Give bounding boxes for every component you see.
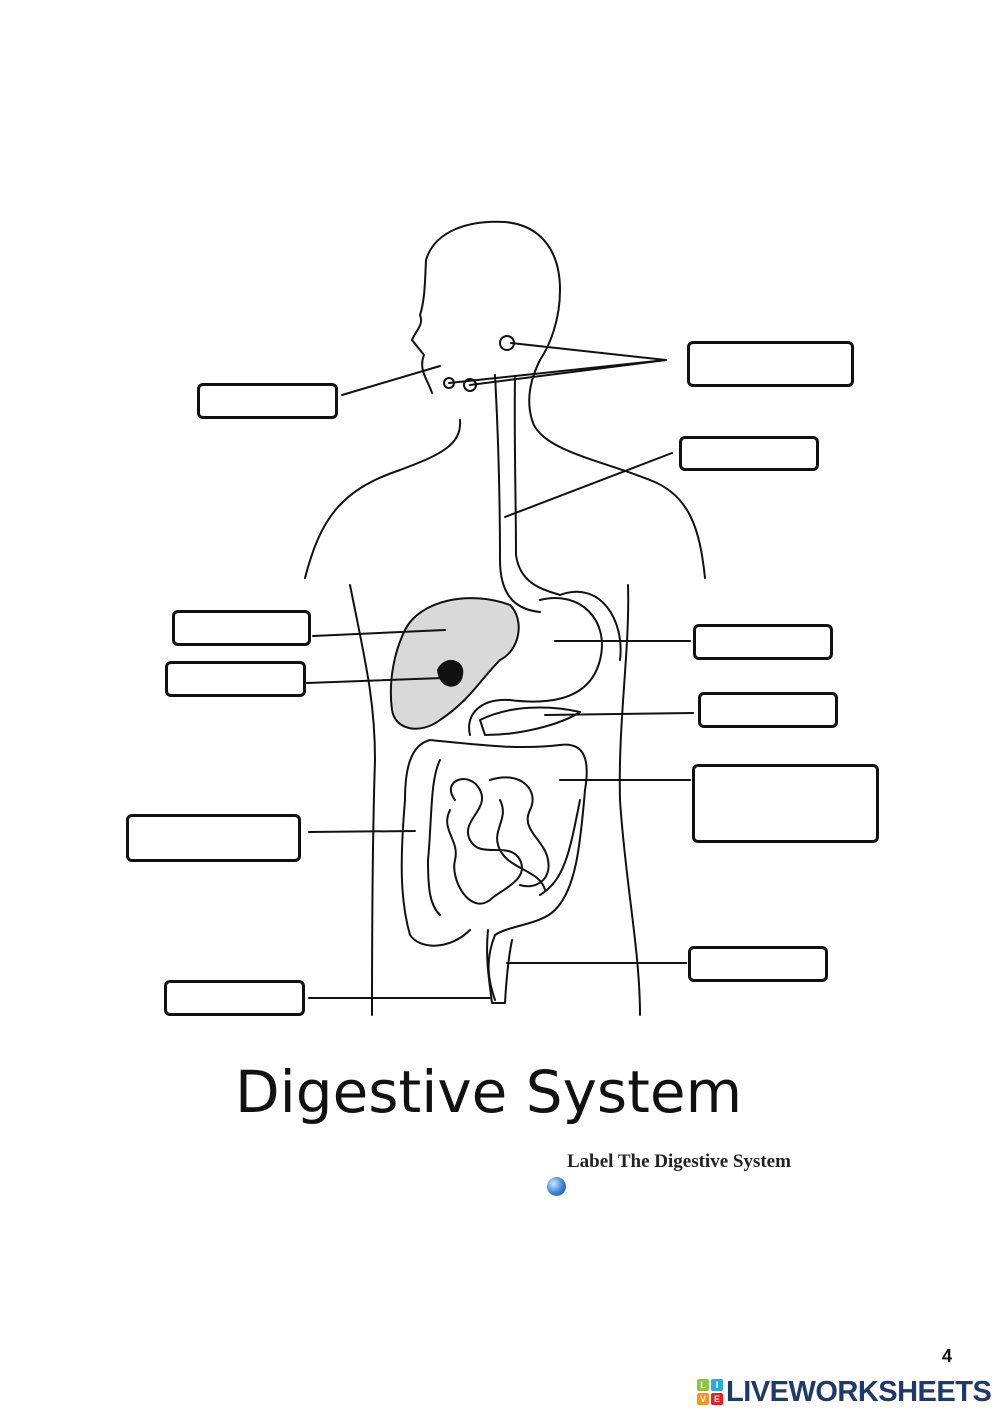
rectum-shape bbox=[486, 929, 513, 1004]
body-outline bbox=[304, 220, 706, 579]
label-box-stomach[interactable] bbox=[693, 624, 833, 660]
stomach-shape bbox=[468, 590, 622, 736]
label-box-small-intestine[interactable] bbox=[692, 764, 879, 843]
label-box-esophagus[interactable] bbox=[679, 436, 819, 471]
label-box-gallbladder[interactable] bbox=[165, 661, 306, 697]
globe-icon[interactable] bbox=[547, 1177, 566, 1196]
large-intestine-shape bbox=[400, 739, 588, 1001]
pancreas-shape bbox=[479, 706, 581, 736]
small-intestine-shape bbox=[446, 776, 550, 905]
liveworksheets-logo: L I V E LIVEWORKSHEETS bbox=[697, 1375, 992, 1408]
brand-name: LIVEWORKSHEETS bbox=[726, 1375, 992, 1408]
esophagus-shape bbox=[494, 374, 561, 613]
worksheet-subtitle: Label The Digestive System bbox=[567, 1151, 791, 1172]
label-box-liver[interactable] bbox=[172, 610, 311, 646]
label-box-large-intestine[interactable] bbox=[126, 814, 301, 862]
logo-blocks-icon: L I V E bbox=[697, 1379, 723, 1405]
label-box-anus[interactable] bbox=[164, 980, 305, 1016]
torso-right bbox=[618, 584, 641, 1016]
page-number: 4 bbox=[942, 1346, 953, 1366]
torso-left bbox=[349, 584, 376, 1016]
label-box-rectum[interactable] bbox=[688, 946, 828, 982]
gallbladder-shape bbox=[437, 660, 464, 687]
diagram-title: Digestive System bbox=[235, 1058, 743, 1126]
leader-lines bbox=[306, 342, 694, 999]
label-box-mouth[interactable] bbox=[197, 383, 338, 419]
label-box-salivary-glands[interactable] bbox=[687, 341, 854, 387]
label-box-pancreas[interactable] bbox=[698, 692, 838, 728]
